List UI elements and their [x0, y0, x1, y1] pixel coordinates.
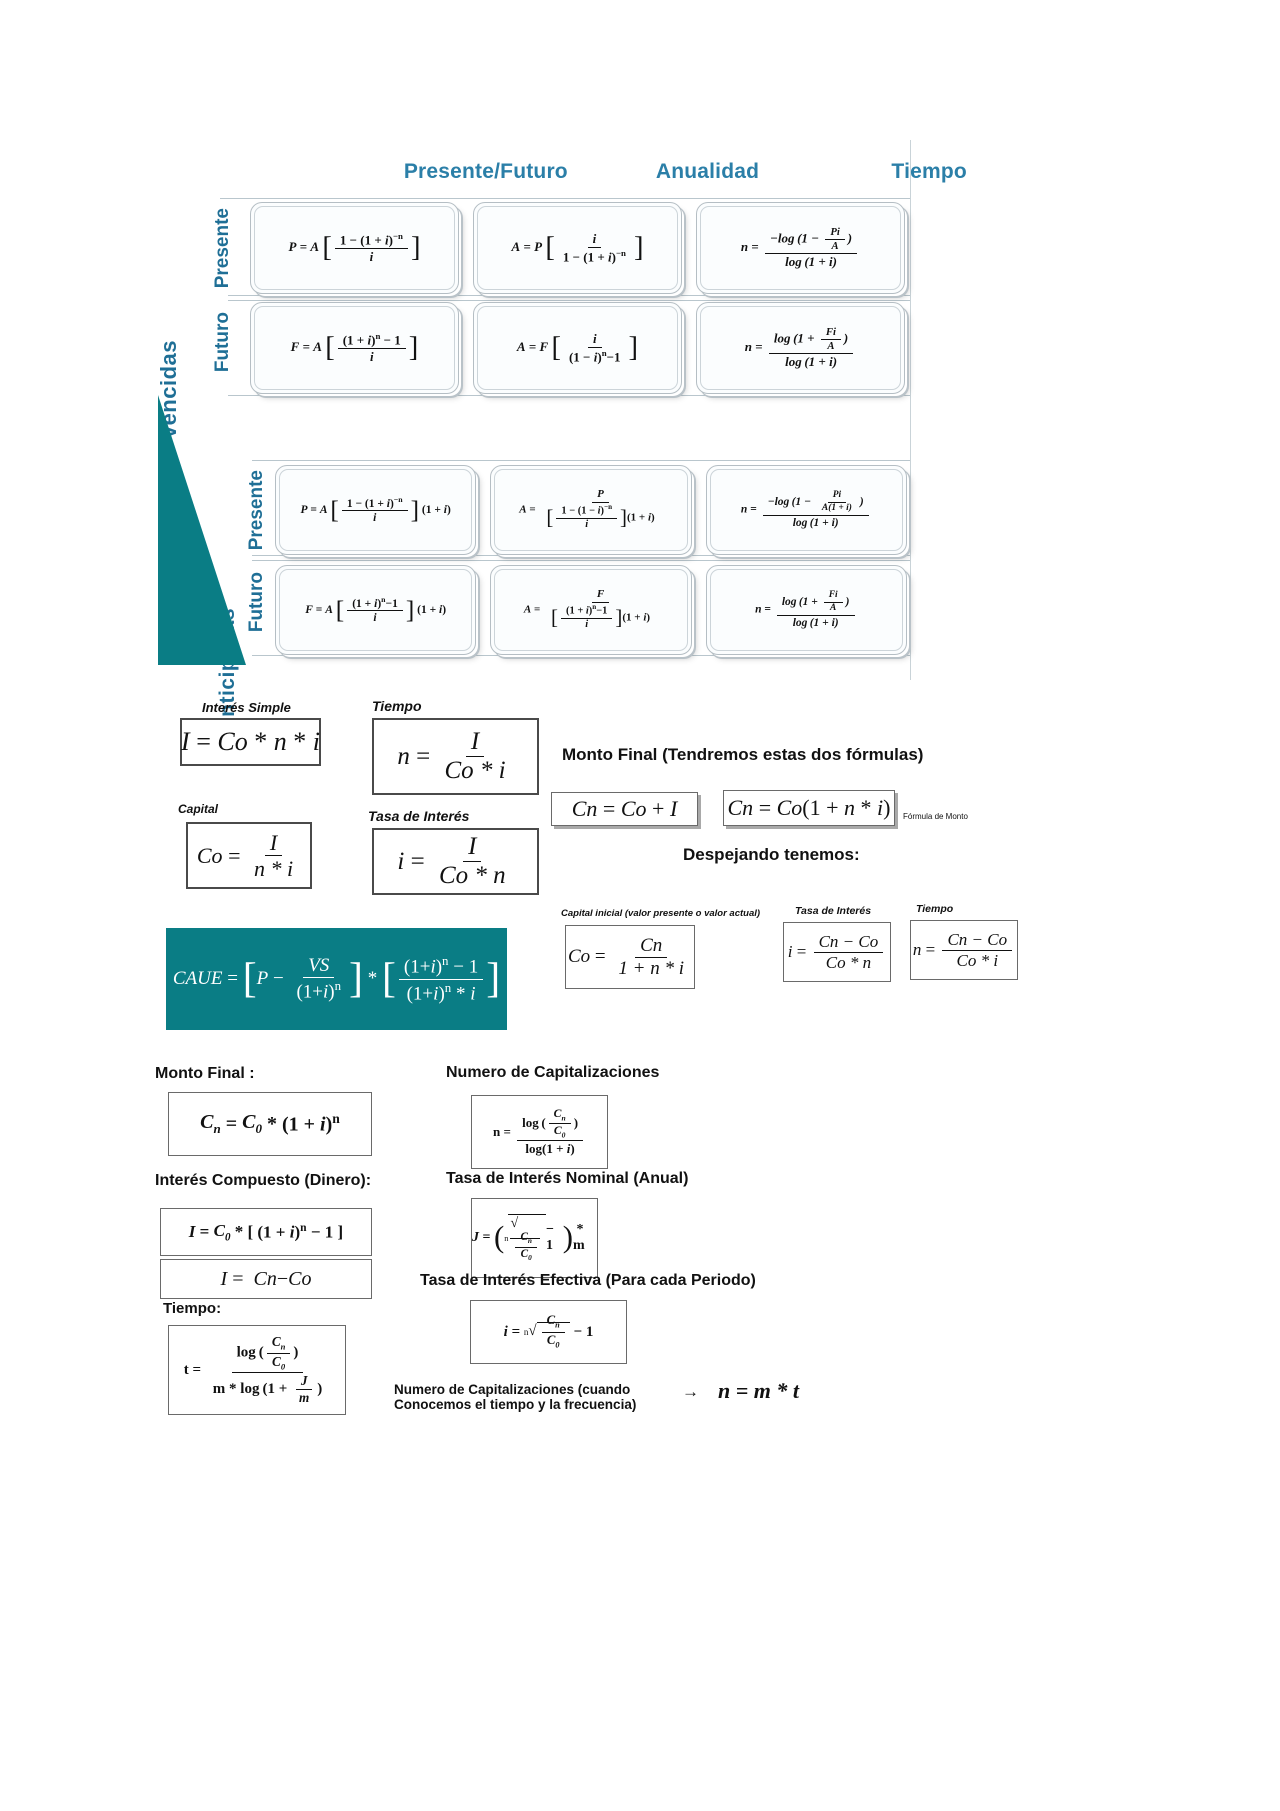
label-tasa-efectiva: Tasa de Interés Efectiva (Para cada Peri…	[420, 1272, 756, 1289]
label-numero-capitalizaciones: Numero de Capitalizaciones	[446, 1064, 660, 1081]
matrix-rule-mid1b	[228, 300, 910, 301]
matrix-rule-mid4	[252, 555, 910, 556]
label-num-cap-tiempo-line2: Conocemos el tiempo y la frecuencia)	[394, 1397, 637, 1412]
label-interes-simple: Interés Simple	[202, 700, 291, 715]
label-capital: Capital	[178, 802, 219, 816]
formula-interes-compuesto-2: I = Cn−Co	[160, 1259, 372, 1299]
formula-caue: CAUE = [ P − VS(1+i)n ] * [ (1+i)n − 1(1…	[166, 928, 507, 1030]
row-label-vencidas-futuro: Futuro	[212, 312, 233, 373]
formula-monto-final-1: Cn = Co + I	[551, 792, 698, 826]
formula-monto-final-compuesto: Cn = C0 * (1 + i)n	[168, 1092, 372, 1156]
label-monto-final-compuesto: Monto Final :	[155, 1065, 255, 1082]
arrow-icon: →	[682, 1382, 699, 1401]
matrix-rule-mid3	[252, 460, 910, 461]
column-header-tiempo: Tiempo	[891, 160, 967, 183]
label-capital-inicial: Capital inicial (valor presente o valor …	[561, 908, 761, 919]
formula-monto-final-2: Cn = Co(1 + n * i)	[723, 790, 895, 826]
matrix-rule-bottom	[252, 655, 910, 656]
formula-num-cap-tiempo: n = m * t	[718, 1378, 799, 1403]
matrix-rule-top	[220, 198, 910, 199]
heading-monto-final: Monto Final (Tendremos estas dos fórmula…	[562, 745, 924, 764]
matrix-rule-mid4b	[252, 560, 910, 561]
matrix-rule-mid2	[228, 395, 910, 396]
row-label-anticipadas-presente: Presente	[246, 470, 267, 551]
matrix-rule-mid1	[228, 295, 910, 296]
label-tasa-de-interes: Tasa de Interés	[368, 808, 470, 824]
label-tasa-interes-despejada: Tasa de Interés	[795, 905, 872, 917]
label-num-cap-tiempo-line1: Numero de Capitalizaciones (cuando	[394, 1382, 631, 1397]
caption-formula-de-monto: Fórmula de Monto	[903, 812, 968, 821]
cell-vencidas-futuro-anualidad: A = F [ i(1 − i)n−1 ]	[473, 302, 682, 394]
label-tiempo-despejado: Tiempo	[916, 903, 954, 915]
row-label-vencidas-presente: Presente	[212, 208, 233, 289]
annuity-matrix: Presente/Futuro Anualidad Tiempo Vencida…	[150, 140, 967, 733]
row-label-anticipadas-futuro: Futuro	[246, 572, 267, 633]
label-interes-compuesto: Interés Compuesto (Dinero):	[155, 1172, 372, 1189]
label-tiempo-simple: Tiempo	[372, 698, 422, 714]
heading-despejando: Despejando tenemos:	[683, 845, 860, 864]
label-tiempo-compuesto: Tiempo:	[163, 1300, 222, 1317]
formula-interes-simple: I = Co * n * i	[180, 718, 321, 766]
formula-interes-compuesto: I = C0 * [ (1 + i)n − 1 ]	[160, 1208, 372, 1256]
column-header-anualidad: Anualidad	[655, 160, 760, 183]
matrix-column-headers: Presente/Futuro Anualidad Tiempo	[375, 160, 1040, 184]
column-header-presente-futuro: Presente/Futuro	[403, 160, 568, 183]
label-tasa-nominal: Tasa de Interés Nominal (Anual)	[446, 1170, 689, 1187]
